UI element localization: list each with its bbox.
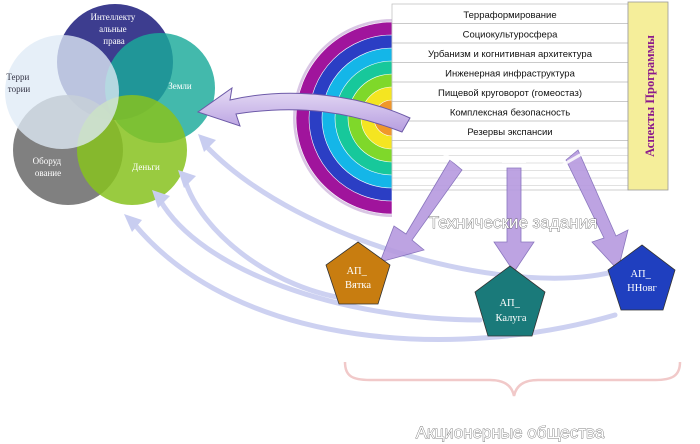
company-nnovg-pentagon[interactable] bbox=[607, 244, 676, 311]
feedback-arrowheads bbox=[124, 134, 216, 232]
technical-tasks-caption: Технические задания bbox=[429, 213, 598, 232]
aspect-layer-label: Пищевой круговорот (гомеостаз) bbox=[438, 88, 582, 99]
arrowhead-2 bbox=[152, 190, 170, 208]
feedback-arrow-kaluga bbox=[157, 197, 483, 323]
venn-label-equipment: Оборуд ование bbox=[33, 156, 64, 178]
task-arrows bbox=[379, 149, 629, 273]
aspect-layer-label: Резервы экспансии bbox=[467, 127, 552, 138]
aspect-layer-label: Терраформирование bbox=[463, 10, 556, 21]
stripe-1 bbox=[441, 151, 463, 168]
venn-label-intellectual-property: Интеллекту альные права bbox=[90, 12, 137, 46]
aspect-layer-label: Социокультуросфера bbox=[463, 29, 559, 40]
task-arrow-nnovg bbox=[565, 149, 629, 271]
venn-label-territory: Терри тории bbox=[6, 72, 31, 94]
aspect-layer-label: Урбанизм и когнитивная архитектура bbox=[428, 49, 593, 60]
feedback-arrow-nnovg bbox=[132, 222, 618, 342]
aspect-layer-label: Комплексная безопасность bbox=[450, 107, 570, 118]
aspects-layer-list: ТерраформированиеСоциокультуросфераУрбан… bbox=[391, 3, 629, 191]
venn-label-money: Деньги bbox=[132, 162, 160, 172]
joint-stock-companies-caption: Акционерные общества bbox=[416, 423, 605, 442]
venn-label-land: Земли bbox=[168, 81, 192, 91]
company-kaluga-pentagon[interactable] bbox=[474, 265, 546, 337]
stripe-3 bbox=[561, 152, 584, 167]
arrowhead-3 bbox=[124, 214, 142, 232]
company-nnovg-label: АП_ ННовг bbox=[627, 269, 657, 294]
venn-circle-territory bbox=[5, 35, 119, 149]
program-aspects-block: ТерраформированиеСоциокультуросфераУрбан… bbox=[293, 1, 669, 217]
task-arrow-stripes bbox=[441, 151, 584, 168]
task-arrow-vyatka bbox=[379, 159, 463, 263]
arrowhead-4 bbox=[198, 134, 216, 152]
feedback-arrow-vyatka bbox=[182, 177, 358, 303]
feedback-arrows bbox=[132, 142, 623, 342]
resource-venn-diagram: Интеллекту альные права Земли Терри тори… bbox=[5, 4, 215, 205]
aspects-rainbow-arcs bbox=[293, 19, 393, 217]
company-vyatka-label: АП_ Вятка bbox=[345, 266, 371, 291]
joint-stock-companies: АП_ Вятка АП_ Калуга АП_ ННовг bbox=[325, 241, 676, 337]
companies-brace bbox=[343, 361, 682, 397]
company-kaluga-label: АП_ Калуга bbox=[495, 298, 526, 324]
arrowhead-1 bbox=[178, 170, 196, 188]
task-arrow-kaluga bbox=[493, 167, 535, 273]
stripe-2 bbox=[502, 160, 526, 163]
aspects-list-panel bbox=[391, 3, 629, 191]
aspect-layer-label: Инженерная инфраструктура bbox=[445, 68, 575, 79]
company-vyatka-pentagon[interactable] bbox=[325, 241, 391, 305]
program-to-resources-arrow bbox=[196, 86, 411, 133]
aspects-header-title: Аспекты Программы bbox=[643, 35, 657, 157]
feedback-arrow-top bbox=[202, 142, 623, 281]
aspects-header-panel bbox=[627, 1, 669, 191]
